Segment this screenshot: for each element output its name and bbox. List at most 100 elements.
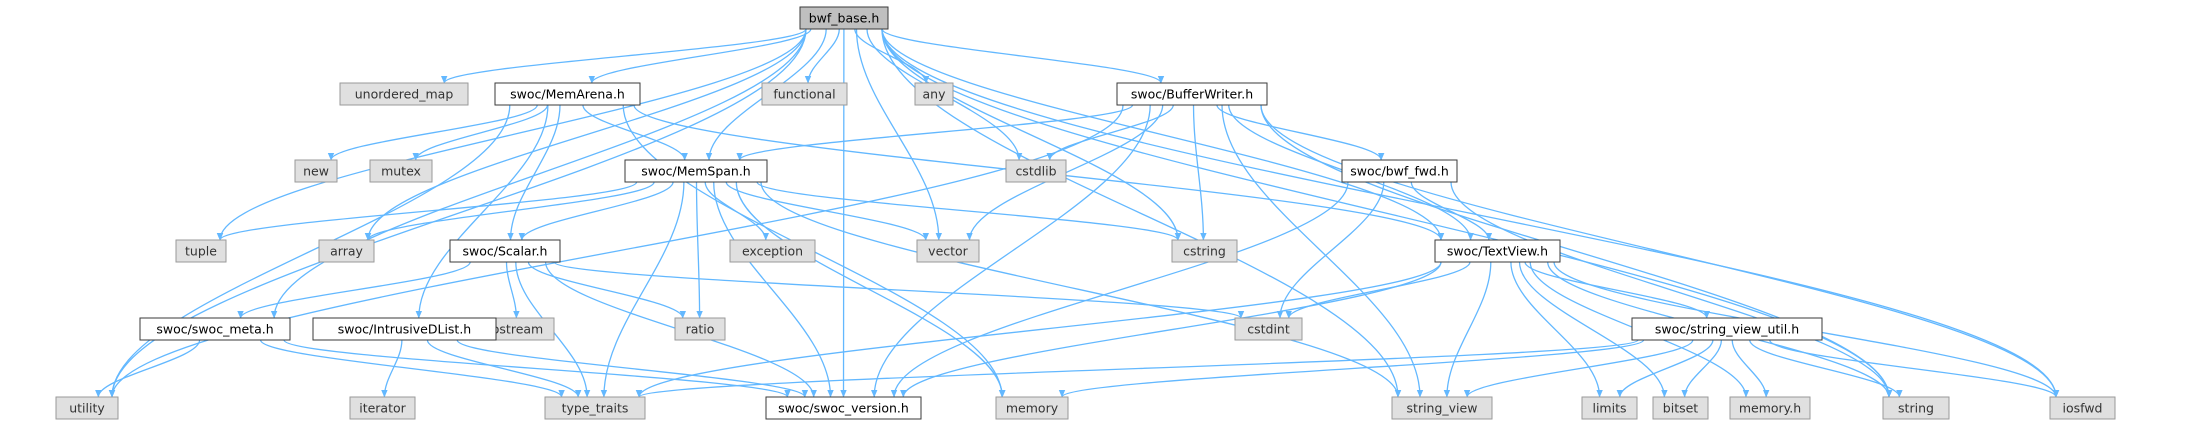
edge-memarena-to-scalar	[507, 104, 561, 241]
edge-scalar-to-ratio	[527, 261, 686, 319]
edge-memarena-to-utility	[108, 104, 511, 398]
node-type-traits: type_traits	[544, 396, 646, 420]
node-label-textview: swoc/TextView.h	[1447, 244, 1548, 259]
edge-bwf_fwd-to-textview	[1410, 181, 1493, 241]
edge-string_view_util-to-type_traits	[636, 339, 1639, 398]
node-vector: vector	[916, 239, 980, 263]
node-box-mutex	[369, 159, 433, 183]
node-label-ostream: ostream	[492, 322, 543, 337]
node-box-memarena	[494, 82, 641, 106]
edge-bwf_base-to-memarena	[588, 28, 812, 84]
node-label-cstdlib: cstdlib	[1015, 164, 1056, 179]
node-bwf-base[interactable]: bwf_base.h	[799, 6, 889, 30]
edge-bufferwriter-to-string	[1260, 104, 1893, 398]
edge-intrusive-to-swoc_version	[456, 339, 808, 398]
node-label-memory-h: memory.h	[1739, 401, 1801, 416]
edge-bwf_base-to-functional	[804, 28, 840, 84]
edge-string_view_util-to-memory	[1059, 339, 1645, 398]
node-bufferwriter[interactable]: swoc/BufferWriter.h	[1116, 82, 1268, 106]
node-box-memspan	[624, 159, 768, 183]
node-box-iosfwd	[2049, 396, 2116, 420]
node-label-functional: functional	[773, 87, 835, 102]
node-label-bufferwriter: swoc/BufferWriter.h	[1131, 87, 1253, 102]
node-label-cstring: cstring	[1183, 244, 1226, 259]
edge-string_view_util-to-string	[1749, 339, 1903, 398]
node-box-new	[294, 159, 338, 183]
node-scalar[interactable]: swoc/Scalar.h	[449, 239, 561, 263]
node-bitset: bitset	[1652, 396, 1709, 420]
edge-bufferwriter-to-bwf_fwd	[1216, 104, 1385, 161]
node-box-string-view	[1391, 396, 1493, 420]
node-memarena[interactable]: swoc/MemArena.h	[494, 82, 641, 106]
node-box-bufferwriter	[1116, 82, 1268, 106]
edge-swoc_meta-to-utility	[95, 339, 201, 398]
edge-bwf_base-to-tuple	[216, 28, 807, 241]
edge-string_view_util-to-bitset	[1681, 339, 1723, 398]
node-bwf-fwd[interactable]: swoc/bwf_fwd.h	[1341, 159, 1458, 183]
node-box-limits	[1581, 396, 1638, 420]
node-iterator: iterator	[349, 396, 416, 420]
edge-bwf_base-to-unordered_map	[441, 28, 807, 84]
node-box-cstring	[1171, 239, 1238, 263]
node-label-swoc-meta: swoc/swoc_meta.h	[156, 322, 273, 337]
node-label-cstdint: cstdint	[1247, 322, 1290, 337]
node-label-vector: vector	[928, 244, 969, 259]
edge-string_view_util-to-limits	[1616, 339, 1714, 398]
edge-intrusive-to-iterator	[381, 339, 403, 398]
node-box-scalar	[449, 239, 561, 263]
edge-bufferwriter-to-memspan	[736, 104, 1134, 161]
node-box-intrusive	[312, 317, 497, 341]
edge-memspan-to-swoc_version	[713, 181, 834, 398]
node-label-bwf-fwd: swoc/bwf_fwd.h	[1350, 164, 1449, 179]
edge-memspan-to-array	[364, 181, 655, 241]
edge-bufferwriter-to-iosfwd	[1260, 104, 2060, 398]
node-ratio: ratio	[674, 317, 726, 341]
node-box-iterator	[349, 396, 416, 420]
edge-swoc_meta-to-swoc_version	[283, 339, 791, 398]
node-box-swoc-meta	[139, 317, 291, 341]
node-ostream: ostream	[480, 317, 555, 341]
node-label-string-view-util: swoc/string_view_util.h	[1655, 322, 1799, 337]
node-utility: utility	[55, 396, 119, 420]
node-textview[interactable]: swoc/TextView.h	[1434, 239, 1561, 263]
edge-memarena-to-memspan	[582, 104, 688, 161]
node-unordered-map: unordered_map	[339, 82, 469, 106]
edge-memspan-to-string_view	[760, 181, 1402, 398]
node-box-bwf-fwd	[1341, 159, 1458, 183]
node-label-swoc-version: swoc/swoc_version.h	[778, 401, 909, 416]
edge-swoc_meta-to-type_traits	[259, 339, 565, 398]
node-swoc-meta[interactable]: swoc/swoc_meta.h	[139, 317, 291, 341]
edge-intrusive-to-type_traits	[426, 339, 582, 398]
edge-bwf_fwd-to-string	[1450, 181, 1893, 398]
node-box-unordered-map	[339, 82, 469, 106]
edge-bwf_base-to-textview	[881, 28, 1445, 241]
node-box-vector	[916, 239, 980, 263]
node-box-string-view-util	[1631, 317, 1823, 341]
node-label-unordered-map: unordered_map	[355, 87, 454, 102]
node-label-memspan: swoc/MemSpan.h	[641, 164, 750, 179]
edge-bufferwriter-to-string_view	[1221, 104, 1424, 398]
node-iosfwd: iosfwd	[2049, 396, 2116, 420]
node-label-iterator: iterator	[359, 401, 406, 416]
node-box-bitset	[1652, 396, 1709, 420]
edge-memspan-to-tuple	[216, 181, 638, 241]
node-cstring: cstring	[1171, 239, 1238, 263]
node-label-ratio: ratio	[686, 322, 715, 337]
node-intrusive[interactable]: swoc/IntrusiveDList.h	[312, 317, 497, 341]
node-memspan[interactable]: swoc/MemSpan.h	[624, 159, 768, 183]
edge-bufferwriter-to-utility	[108, 104, 1124, 398]
node-string-view-util[interactable]: swoc/string_view_util.h	[1631, 317, 1823, 341]
edge-memspan-to-type_traits	[600, 181, 685, 398]
node-array: array	[318, 239, 375, 263]
edge-scalar-to-ostream	[505, 261, 520, 319]
node-box-bwf-base	[799, 6, 889, 30]
edge-memspan-to-exception	[704, 181, 769, 241]
edge-bwf_base-to-string_view	[881, 28, 1402, 398]
node-box-exception	[729, 239, 816, 263]
node-memory-h: memory.h	[1729, 396, 1811, 420]
node-memory: memory	[995, 396, 1069, 420]
node-functional: functional	[761, 82, 848, 106]
edge-textview-to-string_view	[1443, 261, 1492, 398]
node-swoc-version[interactable]: swoc/swoc_version.h	[765, 396, 922, 420]
edge-bwf_base-to-vector	[855, 28, 942, 241]
